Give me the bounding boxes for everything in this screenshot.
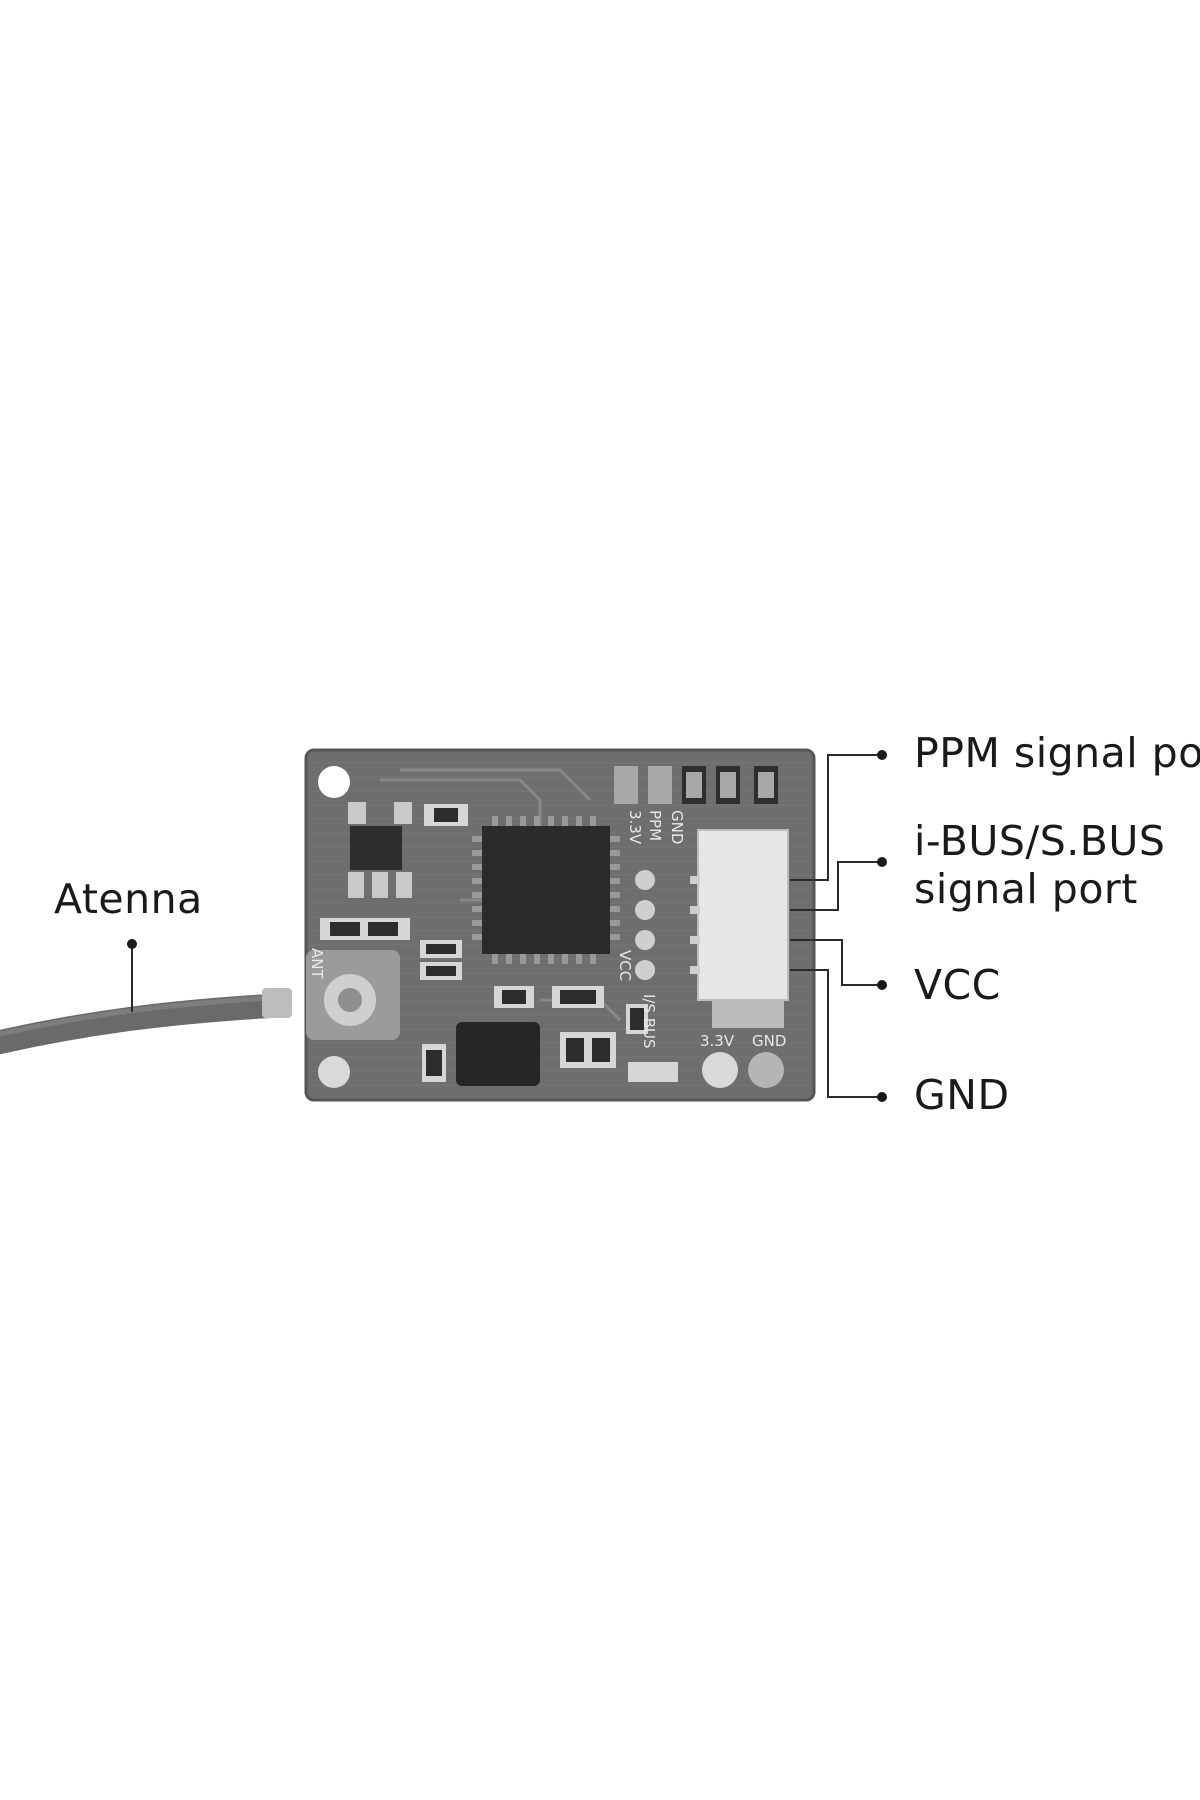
antenna-cable bbox=[0, 988, 292, 1054]
voltage-regulator bbox=[348, 802, 412, 898]
leader-dots bbox=[127, 750, 887, 1102]
leader-ibus bbox=[790, 861, 882, 911]
dot-gnd bbox=[877, 1092, 887, 1102]
leader-lines bbox=[131, 754, 882, 1098]
silk-3v3-pad: 3.3V bbox=[700, 1032, 735, 1050]
leader-gnd bbox=[790, 969, 882, 1098]
dot-ibus bbox=[877, 857, 887, 867]
silk-gnd-pad: GND bbox=[752, 1032, 786, 1050]
dot-ppm bbox=[877, 750, 887, 760]
top-solder-pads bbox=[614, 766, 778, 804]
label-antenna: Atenna bbox=[54, 875, 203, 923]
silk-ant: ANT bbox=[308, 948, 326, 979]
label-ppm: PPM signal po bbox=[914, 729, 1200, 777]
leader-vcc bbox=[790, 939, 882, 986]
silkscreen-text: GND PPM 3.3V VCC I/S BUS 3.3V GND ANT bbox=[308, 810, 786, 1050]
label-vcc: VCC bbox=[914, 961, 1001, 1009]
dot-antenna bbox=[127, 939, 137, 949]
leader-ppm bbox=[790, 754, 882, 881]
label-ibus-line1: i-BUS/S.BUS bbox=[914, 817, 1166, 865]
inductor-component bbox=[456, 1022, 540, 1086]
pin-connector bbox=[635, 829, 789, 1028]
silk-3v3-top: 3.3V bbox=[626, 810, 644, 845]
label-ibus-line2: signal port bbox=[914, 865, 1138, 913]
silk-gnd-top: GND bbox=[668, 810, 686, 844]
label-gnd: GND bbox=[914, 1071, 1010, 1119]
microcontroller-chip bbox=[472, 816, 620, 964]
antenna-connector bbox=[306, 950, 400, 1040]
smd-components bbox=[320, 804, 678, 1082]
silk-ibus: I/S BUS bbox=[640, 994, 658, 1049]
mounting-holes bbox=[318, 766, 784, 1088]
dot-vcc bbox=[877, 980, 887, 990]
silk-ppm: PPM bbox=[646, 810, 664, 841]
silk-vcc: VCC bbox=[616, 950, 634, 981]
